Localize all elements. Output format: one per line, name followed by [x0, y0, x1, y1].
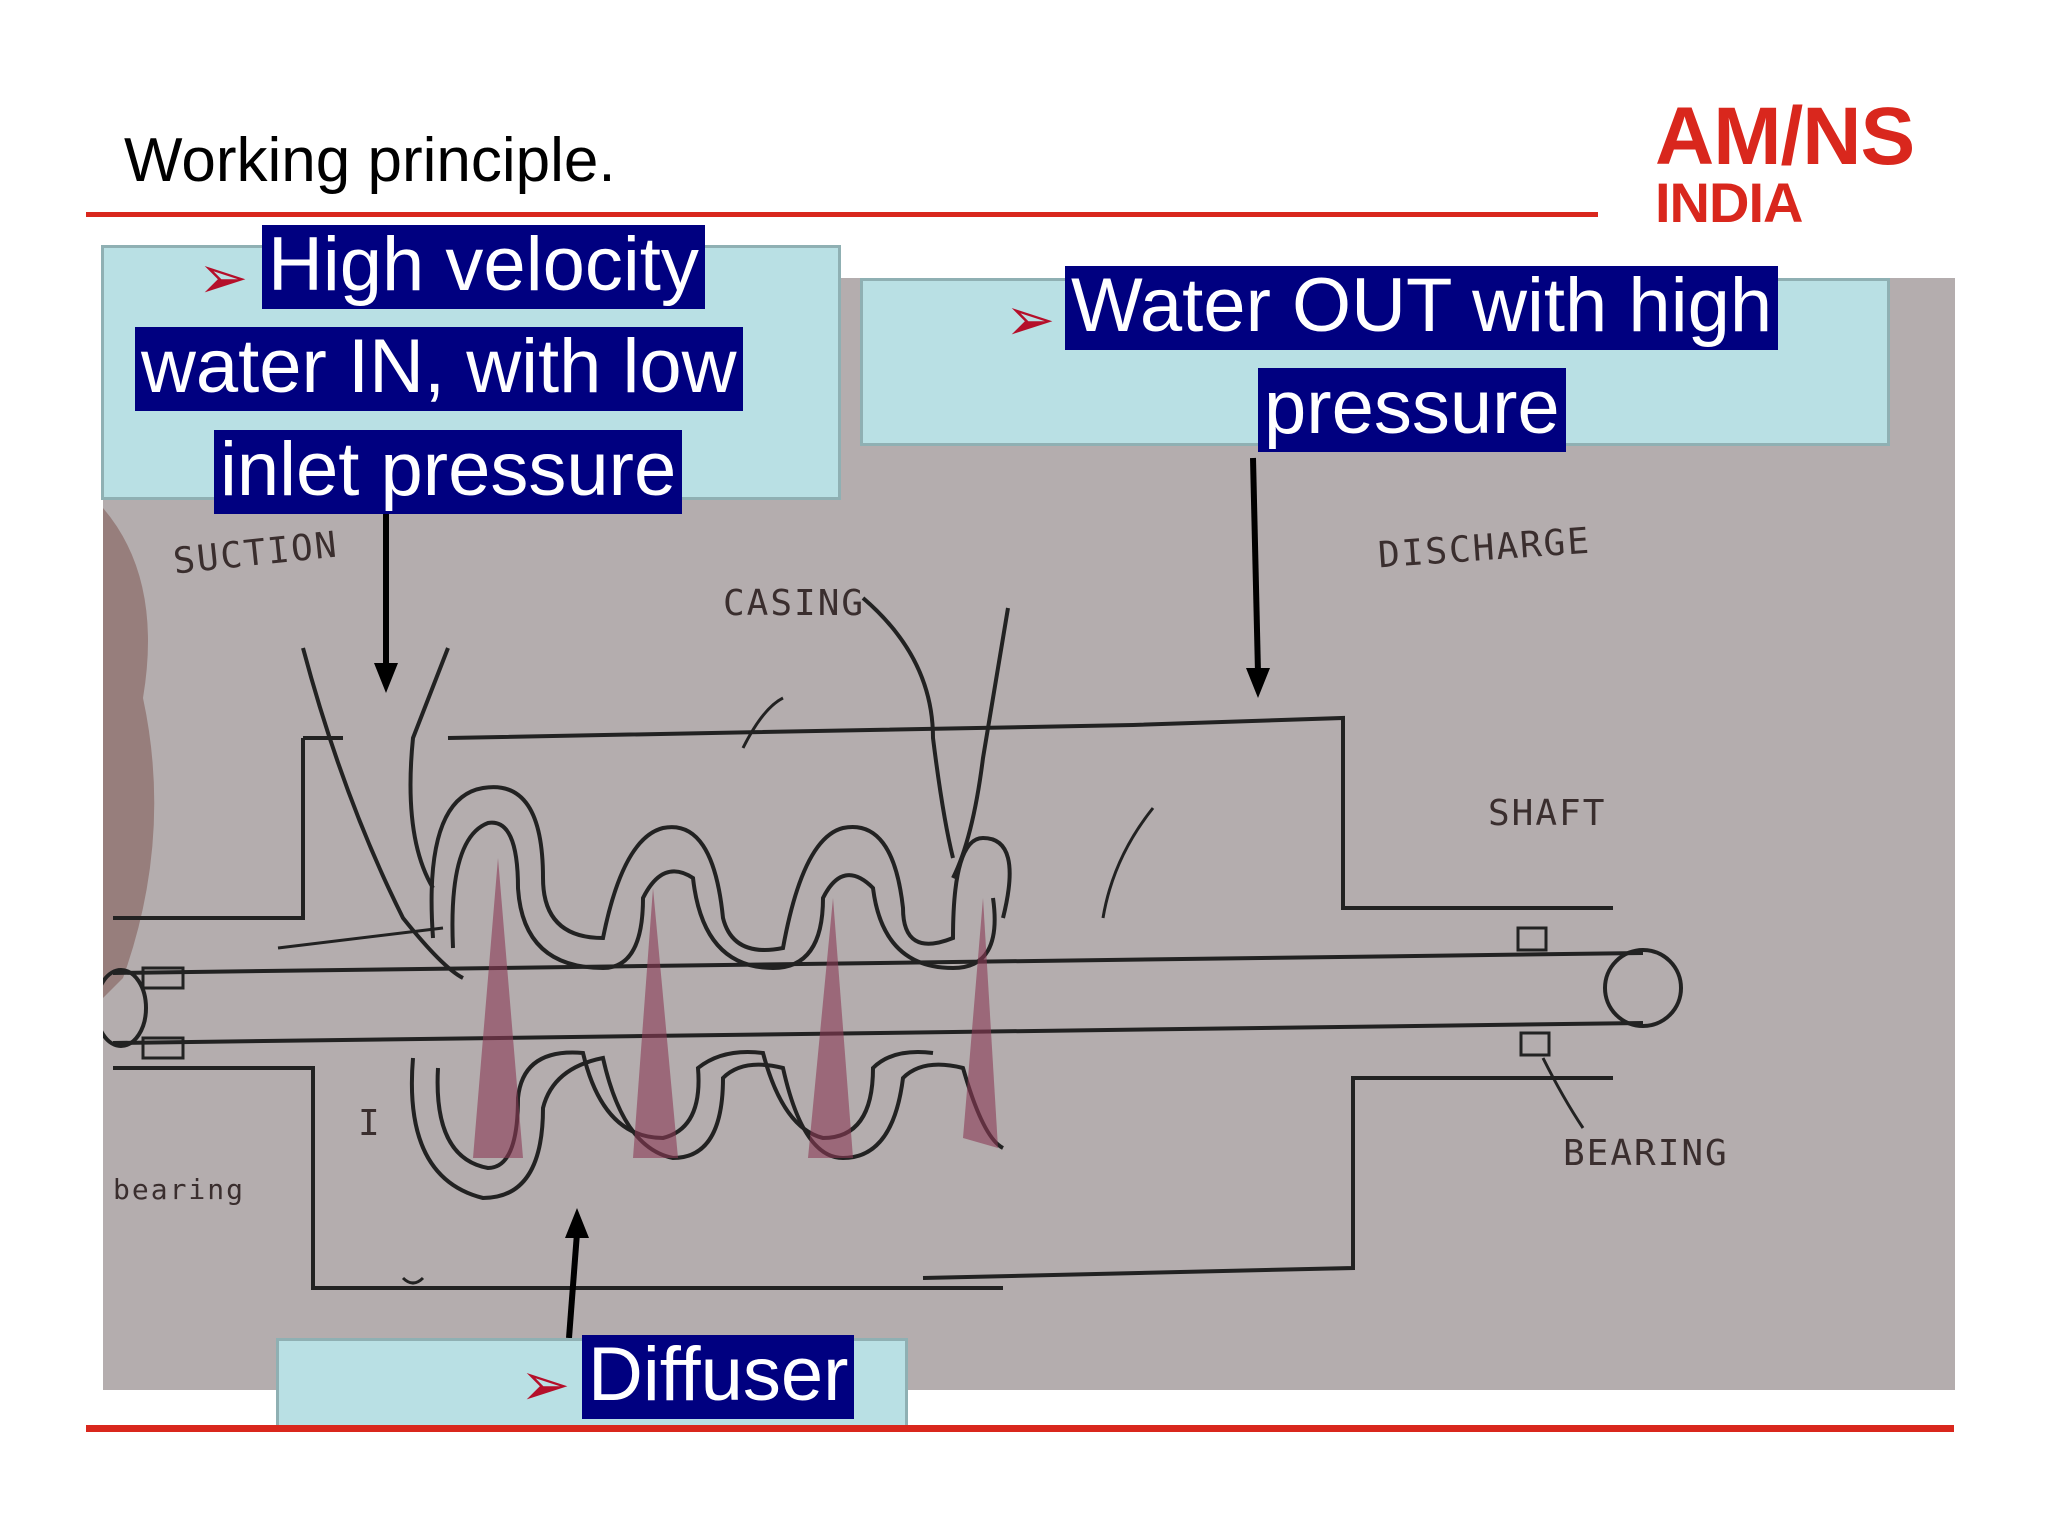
footer-divider [86, 1425, 1954, 1432]
slide-title: Working principle. [124, 126, 616, 195]
impeller-lower-inner [435, 1050, 934, 1171]
outlet-line-2: pressure [1258, 368, 1566, 452]
discharge-funnel-left [861, 596, 955, 859]
inlet-line-3: inlet pressure [214, 430, 683, 514]
inlet-bullet-icon: ➢ [198, 244, 249, 311]
sketch-label-bearing-left: bearing [113, 1173, 246, 1206]
shaft-bottom [112, 1021, 1644, 1045]
bearing-left-top [141, 966, 185, 990]
diffuser-bullet-icon: ➢ [520, 1351, 571, 1418]
pump-drawing [103, 393, 1683, 1339]
bearing-bottom [1519, 1031, 1551, 1057]
casing-bottom-left [113, 1066, 1003, 1290]
casing-bottom-right [922, 1076, 1613, 1280]
impeller-lower-outer [409, 1055, 1005, 1201]
outlet-bullet-icon: ➢ [1005, 286, 1056, 353]
hand-shadow [103, 508, 155, 998]
bearing-top [1516, 926, 1548, 952]
logo-line-2: INDIA [1655, 170, 1803, 234]
shaft-pointer [1101, 807, 1155, 919]
vane-3 [808, 898, 853, 1158]
inlet-arrow-head [374, 663, 398, 693]
suction-funnel-left [301, 647, 464, 980]
outlet-line-1: Water OUT with high [1065, 266, 1779, 350]
sketch-label-shaft: SHAFT [1488, 793, 1607, 834]
bearing-pointer [1541, 1057, 1585, 1129]
impeller-upper-inner [450, 820, 997, 971]
vane-1 [473, 858, 523, 1158]
impeller-upper-outer [429, 785, 1012, 952]
bearing-left-bottom [141, 1036, 185, 1060]
diffuser-arrow-line [566, 1232, 580, 1339]
company-logo: AM/NS INDIA [1655, 96, 1915, 234]
diffuser-arrow-head [565, 1208, 589, 1238]
outlet-arrow-head [1246, 668, 1270, 698]
diffuser-label: Diffuser [582, 1335, 855, 1419]
shaft-end-right [1603, 948, 1683, 1028]
shaft-end-left [103, 968, 148, 1048]
title-divider [86, 212, 1598, 217]
outlet-arrow-line [1250, 457, 1261, 674]
logo-line-1: AM/NS [1655, 91, 1915, 182]
casing-left-top [113, 738, 305, 920]
vane-4 [963, 898, 998, 1148]
sketch-label-impeller: I [358, 1103, 382, 1144]
suction-funnel-right [408, 647, 450, 890]
sketch-label-casing: CASING [723, 583, 866, 624]
shaft-top [112, 951, 1644, 975]
inlet-line-2: water IN, with low [135, 327, 743, 411]
vane-2 [633, 888, 678, 1158]
inlet-line-1: High velocity [262, 225, 705, 309]
casing-pointer [741, 696, 784, 749]
sketch-label-bearing: BEARING [1563, 1133, 1729, 1174]
casing-top [447, 715, 1613, 910]
